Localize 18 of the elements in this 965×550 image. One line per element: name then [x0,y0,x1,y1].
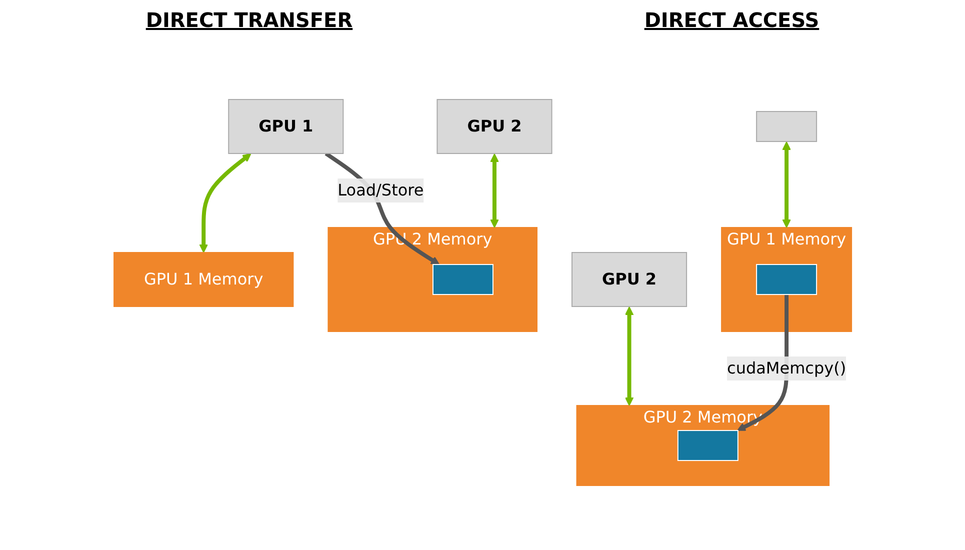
node-box [756,111,817,142]
node-box [432,264,494,295]
node-box [677,430,738,461]
arrow [198,153,251,253]
arrow [490,154,499,228]
arrow [324,152,440,265]
node-box: GPU 1 Memory [113,252,294,307]
section-heading: DIRECT TRANSFER [146,8,353,32]
arrow [782,142,791,228]
node-box [756,264,817,295]
node-box: GPU 1 [228,99,344,154]
edge-label: Load/Store [337,180,424,200]
edge-label: cudaMemcpy() [726,358,846,378]
node-box: GPU 2 [436,99,552,154]
section-heading: DIRECT ACCESS [644,8,820,32]
arrow [624,306,634,406]
node-box: GPU 2 [571,252,687,307]
cluster: GPU 1 Memory [720,227,852,332]
